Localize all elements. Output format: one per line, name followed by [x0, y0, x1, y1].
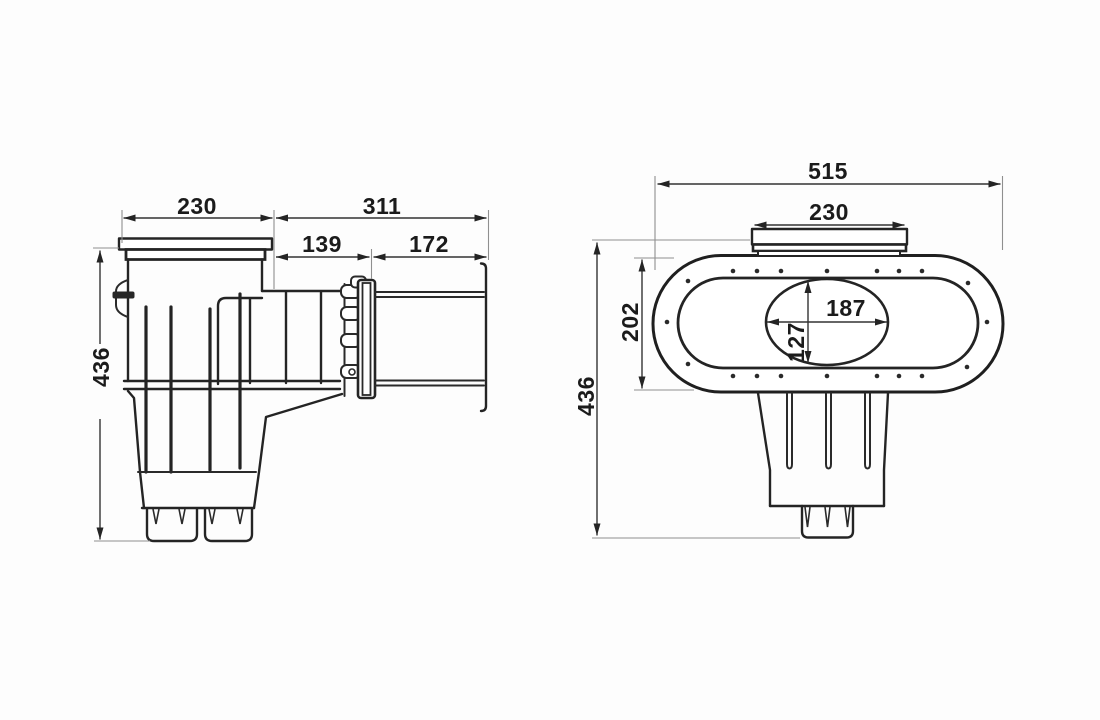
dim-side-throat-length: 139 — [276, 231, 373, 279]
dim-label-front-faceplate-height: 202 — [617, 302, 643, 342]
collar-screw — [348, 368, 356, 376]
dim-front-lid-width: 230 — [754, 199, 905, 229]
lid-front-lip2 — [757, 250, 901, 257]
dimensions: 230 311 139 172 436 — [88, 158, 1004, 542]
dim-side-overall-height: 436 — [88, 247, 150, 542]
left-foot — [145, 507, 199, 543]
dim-label-side-throat-length: 139 — [302, 231, 342, 257]
dim-front-opening-width: 187 — [767, 295, 887, 326]
basket-housing — [126, 389, 344, 510]
dim-label-front-overall-width: 515 — [808, 158, 848, 184]
housing-front-ribs — [786, 392, 871, 470]
right-foot — [203, 507, 254, 543]
throat-inner-piece — [216, 296, 264, 386]
side-view — [112, 237, 488, 543]
drain-foot-notches — [804, 506, 851, 528]
extension-pipe — [374, 291, 485, 387]
throat-extension — [216, 289, 343, 386]
dim-side-overall-depth: 311 — [276, 193, 490, 260]
dim-label-side-lid-width: 230 — [177, 193, 217, 219]
dim-label-side-overall-depth: 311 — [363, 193, 402, 219]
dim-label-side-overall-height: 436 — [88, 347, 114, 387]
faceplate-bar-inner — [361, 282, 372, 396]
skimmer-lid-side — [117, 237, 274, 261]
wall-bracket — [479, 262, 488, 413]
foot-notches — [152, 508, 244, 525]
bracket-profile — [479, 262, 488, 413]
housing-front-right-edge — [882, 391, 890, 508]
dim-label-front-opening-height: 127 — [783, 322, 809, 362]
drain-foot — [800, 504, 855, 539]
skimmer-lid-front — [750, 227, 909, 257]
body-housing-front — [756, 391, 890, 508]
dim-label-front-opening-width: 187 — [826, 295, 866, 321]
screw-holes — [664, 268, 990, 379]
lid-latch — [112, 279, 135, 318]
dim-label-front-lid-width: 230 — [809, 199, 849, 225]
housing-front-left-edge — [756, 391, 772, 508]
latch-bar — [112, 291, 135, 299]
lid-front-slab — [750, 227, 909, 246]
housing-left-edge — [126, 389, 146, 510]
dim-front-overall-height: 436 — [573, 239, 800, 539]
dim-front-faceplate-height: 202 — [617, 257, 694, 391]
dim-side-pipe-length: 172 — [373, 231, 487, 261]
waterline-flange — [122, 379, 342, 391]
dim-label-front-overall-height: 436 — [573, 376, 599, 416]
faceplate-side — [350, 275, 377, 400]
dim-front-overall-width: 515 — [654, 158, 1004, 270]
lid-lip — [124, 248, 267, 261]
drain-foot-outline — [800, 504, 855, 539]
dim-front-opening-height: 127 — [783, 281, 812, 363]
dim-label-side-pipe-length: 172 — [409, 231, 449, 257]
housing-feet — [145, 507, 254, 543]
housing-right-edge — [252, 392, 344, 510]
lid-slab — [117, 237, 274, 251]
dim-side-lid-width: 230 — [121, 193, 275, 289]
